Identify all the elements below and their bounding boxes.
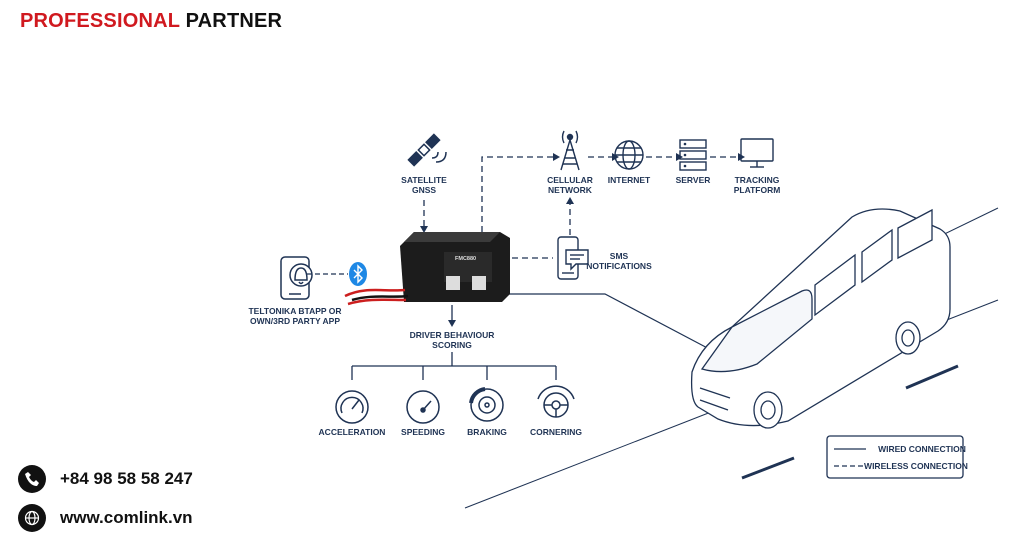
road-mark-1 xyxy=(741,456,795,480)
link-device-to-van xyxy=(505,293,716,353)
globe-icon xyxy=(614,140,644,170)
label-tracking: TRACKING PLATFORM xyxy=(733,175,781,195)
web-icon xyxy=(18,504,46,532)
website-link[interactable]: www.comlink.vn xyxy=(60,508,193,527)
phone-number[interactable]: +84 98 58 58 247 xyxy=(60,469,193,488)
brand-part1: PROFESSIONAL xyxy=(20,10,180,32)
road-mark-2 xyxy=(905,364,959,390)
legend-wired-label: WIRED CONNECTION xyxy=(878,444,966,454)
server-icon xyxy=(679,139,707,171)
gauge-icon xyxy=(335,390,369,424)
tracker-device xyxy=(344,232,510,306)
label-acceleration: ACCELERATION xyxy=(318,427,386,437)
legend-wireless-label: WIRELESS CONNECTION xyxy=(864,461,968,471)
monitor-icon xyxy=(740,138,774,168)
device-model-label: FMC880 xyxy=(455,256,476,262)
steering-wheel-icon xyxy=(537,385,575,418)
label-satellite: SATELLITE GNSS xyxy=(401,175,447,195)
smartphone-icon xyxy=(280,256,313,300)
phone-icon xyxy=(18,465,46,493)
label-braking: BRAKING xyxy=(467,427,507,437)
van-illustration xyxy=(690,208,951,429)
sms-phone-icon xyxy=(557,236,589,280)
legend-box xyxy=(826,435,964,479)
brand-title: PROFESSIONAL PARTNER xyxy=(20,10,282,33)
label-internet: INTERNET xyxy=(607,175,651,185)
label-app: TELTONIKA BTAPP OR OWN/3RD PARTY APP xyxy=(248,306,342,326)
brake-disc-icon xyxy=(469,387,504,422)
speedometer-icon xyxy=(406,390,440,424)
label-driver-scoring: DRIVER BEHAVIOUR SCORING xyxy=(409,330,495,350)
contact-phone: +84 98 58 58 247 xyxy=(18,465,193,493)
label-cornering: CORNERING xyxy=(530,427,582,437)
label-speeding: SPEEDING xyxy=(401,427,445,437)
label-server: SERVER xyxy=(675,175,711,185)
link-device-to-cellular xyxy=(481,156,553,232)
cell-tower-icon xyxy=(560,130,580,171)
satellite-icon xyxy=(407,133,447,167)
bluetooth-icon xyxy=(349,262,367,286)
wireless-links xyxy=(423,156,738,259)
brand-part2: PARTNER xyxy=(185,10,283,32)
label-sms: SMS NOTIFICATIONS xyxy=(586,251,652,271)
contact-web: www.comlink.vn xyxy=(18,504,193,532)
label-cellular: CELLULAR NETWORK xyxy=(547,175,593,195)
